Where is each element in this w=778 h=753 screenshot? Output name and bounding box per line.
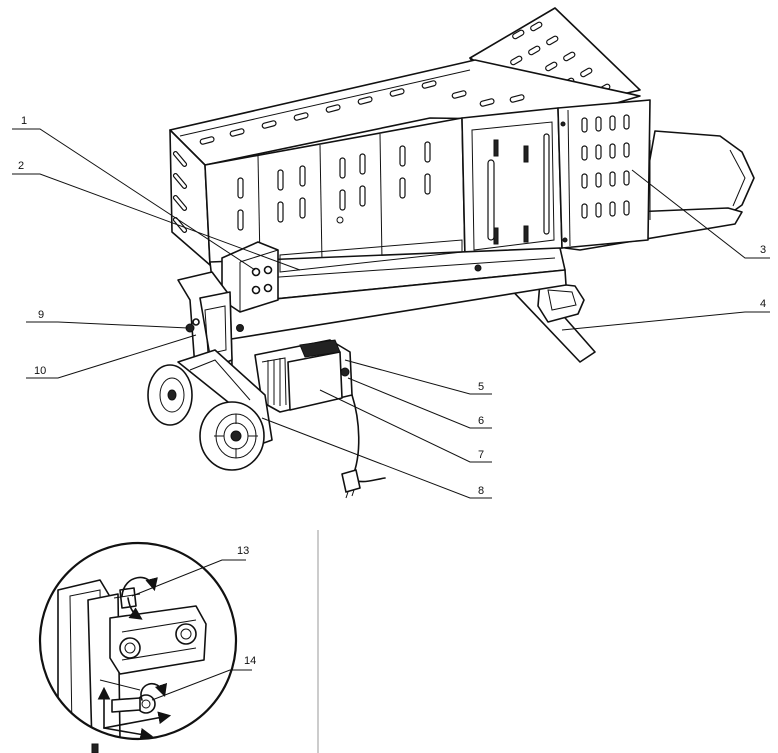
detail-inset (38, 541, 252, 753)
direction-arrow-right-icon (103, 711, 172, 729)
callout-1: 1 (21, 115, 27, 127)
callout-6: 6 (478, 415, 484, 427)
callout-7: 7 (478, 449, 484, 461)
rotation-arrow-lower-icon (140, 682, 168, 701)
callout-9: 9 (38, 309, 44, 321)
callout-14: 14 (244, 655, 256, 667)
front-panel-slots (237, 141, 431, 231)
motor-housing (254, 339, 353, 413)
callout-3: 3 (760, 244, 766, 256)
callout-labels: 1 2 3 4 5 6 7 8 9 10 13 14 (18, 115, 766, 667)
side-slots (172, 151, 188, 233)
callout-5: 5 (478, 381, 484, 393)
guard-front-panel (204, 117, 466, 266)
rear-wheel (147, 364, 193, 426)
callout-leaders (12, 128, 770, 499)
direction-arrow-diagonal-icon (103, 727, 154, 739)
front-wheel (199, 401, 265, 471)
log-splitter-machine (12, 7, 770, 499)
guard-door-slotted (557, 99, 651, 249)
callout-8: 8 (478, 485, 484, 497)
callout-4: 4 (760, 298, 766, 310)
guard-door (461, 107, 563, 259)
callout-2: 2 (18, 160, 24, 172)
callout-10: 10 (34, 365, 46, 377)
rotation-arrow-upper-icon (121, 576, 158, 597)
door-slot-grid (581, 114, 630, 219)
guard-back-wall (169, 129, 211, 266)
callout-13: 13 (237, 545, 249, 557)
front-frame (177, 271, 244, 373)
power-cable (341, 394, 386, 499)
guard-top-rail (169, 59, 641, 166)
top-rail-slots (199, 80, 525, 145)
rotation-arrow-upper-return-icon (127, 597, 143, 620)
